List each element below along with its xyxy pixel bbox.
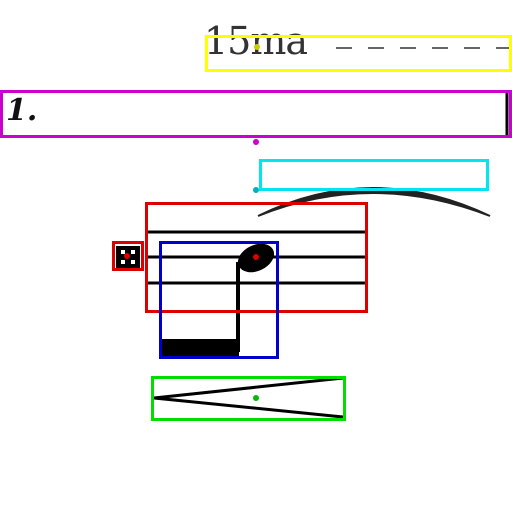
volta-bounding-box — [0, 90, 512, 138]
volta-label: 1. — [6, 93, 38, 128]
slur-bounding-box — [259, 159, 489, 191]
hairpin-bounding-box — [151, 376, 346, 421]
volta-center-marker — [253, 139, 259, 145]
small-notehead-center-marker — [124, 253, 130, 259]
slur-icon — [257, 187, 491, 217]
ottava-bounding-box — [205, 35, 512, 72]
notehead-center-marker — [253, 254, 259, 260]
note-beam — [161, 339, 239, 356]
hairpin-center-marker — [253, 395, 259, 401]
slur-center-marker — [253, 187, 259, 193]
staff-bounding-box — [145, 202, 368, 313]
note-bounding-box — [159, 241, 279, 359]
decrescendo-hairpin-icon — [153, 376, 344, 419]
small-notehead-bounding-box — [112, 241, 144, 271]
ottava-center-marker — [254, 44, 260, 50]
ottava-label: 15ma — [204, 19, 308, 63]
